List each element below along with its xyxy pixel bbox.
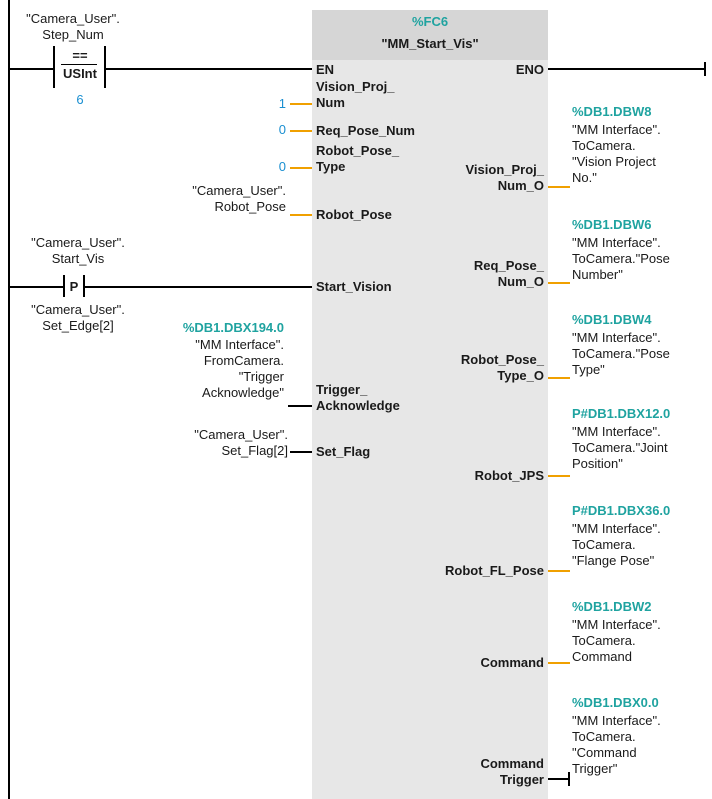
set-flag-operand: "Camera_User". Set_Flag[2] (194, 427, 288, 458)
rung-1-wire-right (105, 68, 312, 70)
pin-robot-pose-type: Robot_Pose_ Type (316, 143, 400, 174)
robot-pose-wire (290, 214, 312, 216)
rpn-address: %DB1.DBW6 (572, 217, 652, 232)
edge-memory-operand: "Camera_User". Set_Edge[2] (31, 302, 125, 333)
pin-robot-fl-pose: Robot_FL_Pose (445, 563, 544, 578)
pin-command-trigger: Command Trigger (480, 756, 544, 787)
pin-req-pose-num-o: Req_Pose_ Num_O (473, 258, 544, 289)
pin-robot-jps: Robot_JPS (474, 468, 544, 483)
rpn-wire (548, 282, 570, 284)
power-rail (8, 0, 10, 799)
pin-robot-pose-type-o: Robot_Pose_ Type_O (460, 352, 544, 383)
eno-wire (548, 68, 706, 70)
trigger-ack-address: %DB1.DBX194.0 (182, 320, 284, 335)
vpn-address: %DB1.DBW8 (572, 104, 652, 119)
vision-proj-num-wire (290, 103, 312, 105)
rpt-operand: "MM Interface". ToCamera."Pose Type" (572, 330, 670, 377)
block-address: %FC6 (411, 14, 449, 29)
pin-start-vision: Start_Vision (316, 279, 392, 294)
function-block-header (312, 10, 548, 60)
robot-pose-operand: "Camera_User". Robot_Pose (192, 183, 286, 214)
ct-address: %DB1.DBX0.0 (572, 695, 659, 710)
compare-contact-left-bar[interactable] (53, 46, 55, 88)
cmd-address: %DB1.DBW2 (572, 599, 652, 614)
pin-vision-proj-num: Vision_Proj_ Num (316, 79, 395, 110)
block-name: "MM_Start_Vis" (381, 36, 479, 51)
rpt-address: %DB1.DBW4 (572, 312, 652, 327)
pin-req-pose-num: Req_Pose_Num (316, 123, 415, 138)
rpn-operand: "MM Interface". ToCamera."Pose Number" (572, 235, 670, 282)
compare-type: USInt (63, 66, 97, 81)
eno-wire-end (704, 62, 706, 76)
edge-contact-left-bar[interactable] (63, 275, 65, 297)
jps-address: P#DB1.DBX12.0 (572, 406, 671, 421)
req-pose-num-wire (290, 130, 312, 132)
jps-operand: "MM Interface". ToCamera."Joint Position… (572, 424, 668, 471)
pin-robot-pose: Robot_Pose (316, 207, 392, 222)
edge-symbol: P (69, 279, 79, 294)
function-block[interactable] (312, 10, 548, 799)
compare-operator: == (72, 48, 88, 63)
ct-wire-end (568, 772, 570, 786)
req-pose-num-value: 0 (278, 122, 286, 137)
rpt-wire (548, 377, 570, 379)
pin-set-flag: Set_Flag (316, 444, 371, 459)
edge-operand: "Camera_User". Start_Vis (31, 235, 125, 266)
pin-command: Command (480, 655, 544, 670)
fl-wire (548, 570, 570, 572)
jps-wire (548, 475, 570, 477)
robot-pose-type-value: 0 (278, 159, 286, 174)
fl-address: P#DB1.DBX36.0 (572, 503, 671, 518)
ct-wire (548, 778, 570, 780)
set-flag-wire (290, 451, 312, 453)
cmd-wire (548, 662, 570, 664)
vpn-wire (548, 186, 570, 188)
compare-type-divider (61, 64, 97, 65)
compare-contact-right-bar[interactable] (104, 46, 106, 88)
robot-pose-type-wire (290, 167, 312, 169)
rung-2-wire-left (8, 286, 64, 288)
vision-proj-num-value: 1 (278, 96, 286, 111)
pin-trigger-ack: Trigger_ Acknowledge (316, 382, 400, 413)
rung-1-wire-left (8, 68, 54, 70)
cmd-operand: "MM Interface". ToCamera. Command (572, 617, 661, 664)
pin-en: EN (316, 62, 335, 77)
trigger-ack-wire (288, 405, 312, 407)
rung-2-wire-right (84, 286, 312, 288)
trigger-ack-operand: "MM Interface". FromCamera. "Trigger Ack… (195, 337, 284, 400)
compare-operand: "Camera_User". Step_Num (26, 11, 120, 42)
fl-operand: "MM Interface". ToCamera. "Flange Pose" (572, 521, 661, 568)
compare-value: 6 (76, 92, 84, 107)
pin-vision-proj-num-o: Vision_Proj_ Num_O (465, 162, 544, 193)
ct-operand: "MM Interface". ToCamera. "Command Trigg… (572, 713, 661, 776)
vpn-operand: "MM Interface". ToCamera. "Vision Projec… (572, 122, 661, 185)
pin-eno: ENO (515, 62, 544, 77)
